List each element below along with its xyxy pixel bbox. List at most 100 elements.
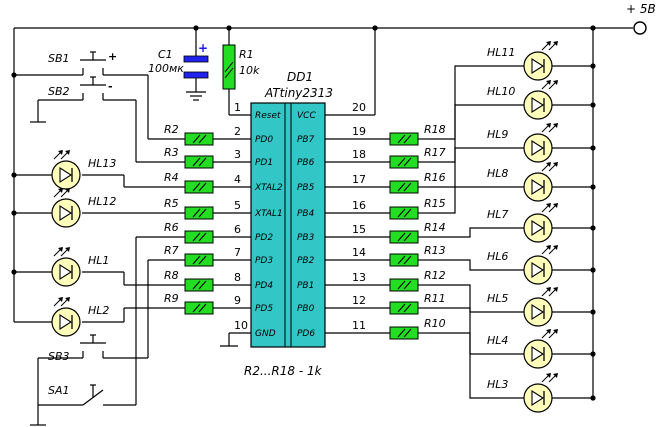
led-wire [430,227,524,238]
pin-name: VCC [297,111,316,121]
junction-dot [590,225,596,231]
pin-name: PB6 [297,158,315,168]
led-wire [430,186,524,214]
switch-sign-sb1: + [108,50,117,63]
pin-number: 18 [352,148,366,161]
capacitor-polarity: + [198,41,208,55]
led [51,247,81,287]
pin-name: PB7 [297,135,315,145]
pin-name: PD5 [255,304,273,314]
resistor-label: R18 [424,123,446,136]
junction-dot [590,184,596,190]
led-label: HL8 [487,167,508,180]
led [523,245,558,285]
pin-name: PB3 [297,233,315,243]
chip-dd1 [250,102,326,348]
pin-name: PD6 [297,329,315,339]
resistor-label: R16 [424,171,446,184]
resistor-label: R11 [424,292,446,305]
resistor-label: R13 [424,244,446,257]
switch-label-sb1: SB1 [48,52,70,65]
led-wire [430,259,524,271]
resistor [184,230,214,244]
led [523,373,558,413]
switch-label-sb2: SB2 [48,85,70,98]
pin-number: 7 [234,246,241,259]
pin-number: 5 [234,199,241,212]
resistor [389,155,419,169]
right-pins: 20VCC19PB718PB617PB516PB415PB314PB213PB1… [297,101,390,339]
pin-number: 6 [234,223,241,236]
pin-name: PD0 [255,135,273,145]
led-label: HL9 [487,128,508,141]
pin-number: 16 [352,199,366,212]
resistor-label: R5 [164,197,179,210]
pin-name: XTAL2 [254,183,283,193]
pin-number: 17 [352,173,366,186]
pin-name: PB2 [297,256,315,266]
left-pins: 1Reset2PD03PD14XTAL25XTAL16PD27PD38PD49P… [213,101,283,339]
supply-terminal [633,21,647,35]
resistor-label: R14 [424,221,446,234]
pin-name: XTAL1 [254,209,283,219]
switch-sb1 [80,51,106,75]
junction-dot [590,102,596,108]
pin-name: PB5 [297,183,315,193]
switch-sa1 [82,384,104,406]
resistor [184,155,214,169]
pin-number: 19 [352,125,366,138]
resistor-label: R8 [164,269,179,282]
switch-sb3 [80,334,106,358]
led-wire [430,104,524,163]
resistor [184,301,214,315]
pin-name: PD1 [255,158,273,168]
led [523,162,558,202]
pin-number: 3 [234,148,241,161]
chip-ref: DD1 [287,70,313,84]
resistor-label: R10 [424,317,446,330]
junction-dot [590,309,596,315]
resistor-label: R2 [164,123,179,136]
led-wire [430,284,524,313]
pin-name: PD2 [255,233,273,243]
pin-number: 8 [234,271,241,284]
led-label: HL7 [487,208,508,221]
pin-number: 4 [234,173,241,186]
led-wire [430,147,524,188]
led [523,287,558,327]
led-label: HL11 [487,46,515,59]
led-wire [430,307,524,355]
pin-number: 14 [352,246,366,259]
resistor-label: R4 [164,171,179,184]
led [51,188,81,228]
resistor-label: R6 [164,221,179,234]
pin-number: 15 [352,223,366,236]
led-label: HL2 [88,304,109,317]
resistor [184,180,214,194]
pin-number: 2 [234,125,241,138]
pin-number: 11 [352,319,366,332]
resistor-r1 [222,44,236,90]
switch-label-sa1: SA1 [48,384,70,397]
r1-value: 10k [239,64,260,77]
pin-number: 20 [352,101,366,114]
led [523,41,558,81]
led-label: HL6 [487,250,508,263]
led [51,297,81,337]
led [523,123,558,163]
switch-sign-sb2: - [108,80,113,93]
led-label: HL4 [487,334,508,347]
pin-number: 12 [352,294,366,307]
pin-number: 9 [234,294,241,307]
resistor-label: R3 [164,146,179,159]
resistor [184,278,214,292]
resistor-label: R17 [424,146,446,159]
led-label: HL10 [487,85,515,98]
resistor-label: R9 [164,292,179,305]
r1-ref: R1 [239,48,254,61]
led-label: HL12 [88,195,116,208]
pin-name: PD4 [255,281,273,291]
